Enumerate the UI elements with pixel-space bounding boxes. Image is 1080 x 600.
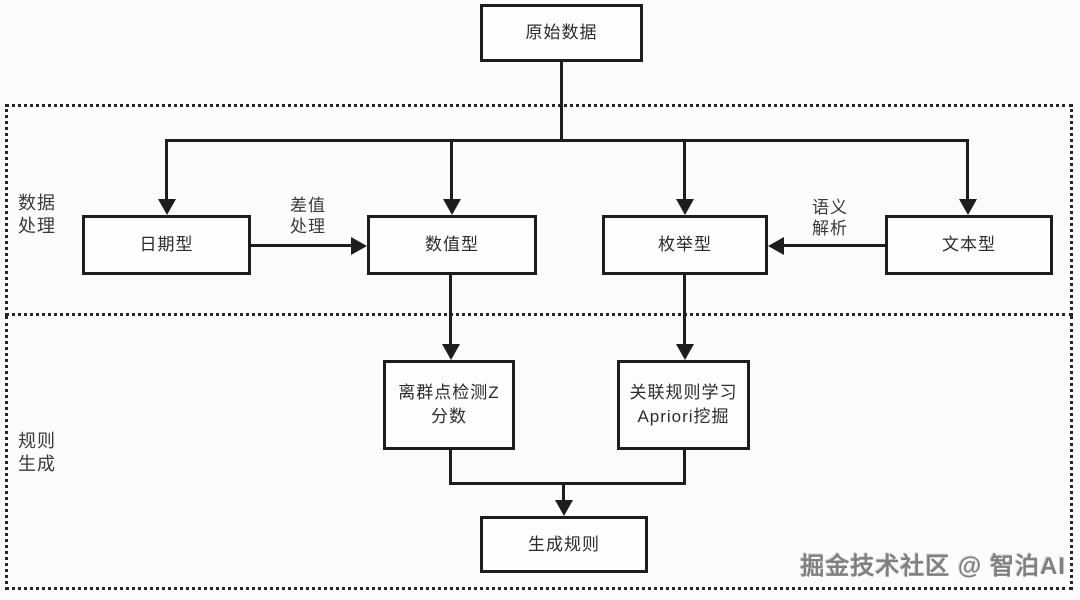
connector-date-to-numeric (251, 244, 352, 247)
region-label-rule-generation: 规则 生成 (18, 431, 56, 474)
arrowhead-down-numeric-icon (443, 199, 461, 215)
node-outlier-detection: 离群点检测Z 分数 (383, 360, 515, 450)
region-data-processing (5, 104, 1073, 316)
node-generate-rules: 生成规则 (480, 516, 648, 573)
arrowhead-down-date-icon (158, 199, 176, 215)
arrowhead-down-text-icon (959, 199, 977, 215)
watermark: 掘金技术社区 @ 智泊AI (800, 553, 1066, 580)
arrowhead-left-enum-icon (768, 237, 784, 255)
connector-numeric-to-outlier (449, 275, 452, 345)
connector-join-to-result (562, 482, 565, 501)
connector-join-horizontal (449, 482, 686, 485)
arrowhead-down-outlier-icon (442, 344, 460, 360)
connector-apriori-down (683, 450, 686, 485)
node-apriori-mining-label: 关联规则学习 Apriori挖掘 (629, 383, 738, 426)
node-generate-rules-label: 生成规则 (528, 534, 600, 554)
node-enum-type-label: 枚举型 (658, 235, 712, 254)
node-enum-type: 枚举型 (602, 215, 768, 275)
node-date-type: 日期型 (82, 215, 251, 275)
connector-drop-text (966, 139, 969, 201)
node-numeric-type-label: 数值型 (425, 235, 479, 254)
node-outlier-detection-label: 离群点检测Z 分数 (398, 383, 500, 426)
node-source-data: 原始数据 (480, 4, 643, 62)
edge-label-semantic-parsing: 语义 解析 (812, 198, 848, 238)
arrowhead-down-result-icon (555, 500, 573, 516)
connector-enum-to-apriori (683, 275, 686, 345)
connector-outlier-down (449, 450, 452, 485)
arrowhead-right-numeric-icon (351, 237, 367, 255)
region-rule-generation (5, 316, 1073, 590)
arrowhead-down-enum-icon (676, 199, 694, 215)
connector-drop-enum (683, 139, 686, 201)
node-apriori-mining: 关联规则学习 Apriori挖掘 (617, 360, 750, 450)
arrowhead-down-apriori-icon (676, 344, 694, 360)
connector-drop-date (165, 139, 168, 201)
connector-text-to-enum (783, 244, 885, 247)
connector-source-down (560, 62, 563, 142)
region-label-data-processing: 数据 处理 (18, 193, 56, 236)
node-source-data-label: 原始数据 (525, 23, 598, 42)
node-text-type-label: 文本型 (942, 235, 996, 254)
node-date-type-label: 日期型 (139, 235, 194, 254)
node-text-type: 文本型 (885, 215, 1053, 275)
edge-label-diff-processing: 差值 处理 (290, 196, 326, 236)
connector-drop-numeric (450, 139, 453, 201)
connector-distributor (165, 139, 969, 142)
node-numeric-type: 数值型 (367, 215, 537, 275)
